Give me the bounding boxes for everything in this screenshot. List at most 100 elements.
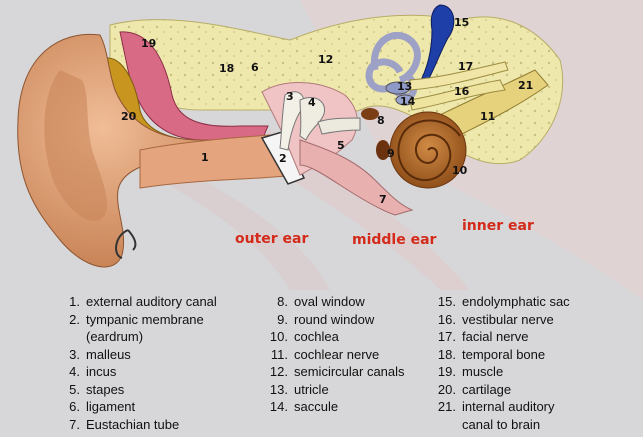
- legend-item: 13.utricle: [264, 381, 405, 399]
- legend-item-label: tympanic membrane (eardrum): [86, 311, 204, 345]
- legend-item: 5. stapes: [64, 381, 217, 399]
- legend-column-2: 8. oval window 9. round window 10. cochlea 11.…: [264, 293, 405, 416]
- callout-1: 1: [201, 151, 209, 164]
- legend-item-number: 10.: [269, 329, 288, 344]
- callout-10: 10: [452, 164, 468, 177]
- oval-window: [361, 108, 379, 120]
- legend-item-number: 11.: [270, 346, 288, 362]
- legend-item-label: temporal bone: [462, 346, 546, 362]
- legend-item-number: 21.: [437, 399, 456, 414]
- callout-19: 19: [141, 37, 157, 50]
- legend-item-number: 18.: [437, 346, 456, 362]
- legend-item-number: 14.: [269, 399, 288, 414]
- legend-item: 8. oval window: [264, 293, 405, 311]
- region-label-inner-ear: inner ear: [462, 218, 534, 234]
- legend-item-label: stapes: [86, 381, 125, 397]
- legend-item-label: vestibular nerve: [462, 311, 554, 327]
- legend-item-label: ligament: [86, 399, 136, 414]
- tympanic-membrane: [260, 131, 306, 185]
- callout-7: 7: [379, 193, 387, 206]
- legend-item-number: 6.: [69, 399, 80, 414]
- legend-item-number: 2.: [69, 311, 80, 327]
- stapes: [317, 117, 361, 135]
- callout-14: 14: [400, 95, 416, 108]
- legend-item-label: cochlea: [294, 329, 339, 344]
- callout-12: 12: [318, 53, 334, 66]
- legend-item: 15. endolymphatic sac: [432, 293, 570, 311]
- legend-item-label: semicircular canals: [294, 364, 405, 379]
- callout-16: 16: [454, 85, 470, 98]
- legend-item-label: saccule: [294, 399, 339, 414]
- round-window: [376, 140, 390, 160]
- legend-item-label: muscle: [462, 364, 504, 379]
- legend-item-number: 20.: [437, 381, 456, 397]
- callout-13: 13: [397, 80, 413, 93]
- legend-item-number: 15.: [437, 294, 456, 309]
- legend-item: 16. vestibular nerve: [432, 311, 570, 329]
- legend-item: 1. external auditory canal: [64, 293, 217, 311]
- earlobe-hook: [115, 229, 137, 259]
- legend-item-number: 5.: [69, 381, 80, 397]
- facial-nerve: [409, 61, 509, 91]
- callout-17: 17: [458, 60, 474, 73]
- legend-item-number: 9.: [277, 311, 288, 327]
- legend-item: 12. semicircular canals: [264, 363, 405, 381]
- callout-18: 18: [219, 62, 235, 75]
- legend-item-number: 8.: [277, 294, 288, 309]
- legend-item: 3. malleus: [64, 346, 217, 364]
- legend-item-number: 19.: [437, 364, 456, 379]
- legend-item: 7.Eustachian tube: [64, 416, 217, 434]
- callout-2: 2: [279, 152, 287, 165]
- callout-5: 5: [337, 139, 345, 152]
- legend-item-number: 17.: [437, 329, 456, 344]
- legend-item: 9. round window: [264, 311, 405, 329]
- legend-item-label: oval window: [294, 294, 365, 309]
- legend-item-number: 16.: [437, 311, 456, 327]
- legend-item-label: internal auditory canal to brain: [462, 399, 555, 432]
- legend-item-label: round window: [294, 311, 375, 327]
- callout-6: 6: [251, 61, 259, 74]
- callout-15: 15: [454, 16, 470, 29]
- legend-item: 4. incus: [64, 363, 217, 381]
- legend-item: 18. temporal bone: [432, 346, 570, 364]
- legend-item: 11. cochlear nerve: [264, 346, 405, 364]
- region-label-outer-ear: outer ear: [235, 231, 309, 247]
- pinna-inner-fold: [44, 70, 108, 221]
- region-label-middle-ear: middle ear: [352, 232, 437, 248]
- muscle: [119, 31, 269, 141]
- legend-item: 2. tympanic membrane (eardrum): [64, 311, 217, 346]
- legend-item-number: 3.: [69, 346, 80, 362]
- legend-item-label: external auditory canal: [86, 294, 217, 309]
- eustachian-tube: [299, 139, 414, 216]
- callout-3: 3: [286, 90, 294, 103]
- legend-item: 19. muscle: [432, 363, 570, 381]
- legend-item-label: cochlear nerve: [294, 346, 380, 362]
- legend-item-label: utricle: [294, 381, 329, 397]
- legend-item: 10. cochlea: [264, 328, 405, 346]
- legend-item: 14. saccule: [264, 398, 405, 416]
- callout-21: 21: [518, 79, 534, 92]
- legend-column-1: 1. external auditory canal 2. tympanic memb…: [64, 293, 217, 433]
- legend-item-label: Eustachian tube: [86, 416, 180, 432]
- legend-item: 17. facial nerve: [432, 328, 570, 346]
- legend-item-label: incus: [86, 364, 117, 379]
- callout-11: 11: [480, 110, 496, 123]
- legend-item-number: 1.: [69, 294, 80, 309]
- callout-8: 8: [377, 114, 385, 127]
- legend-item-label: facial nerve: [462, 329, 529, 344]
- callout-20: 20: [121, 110, 137, 123]
- legend-item-number: 4.: [69, 364, 80, 379]
- malleus: [279, 91, 305, 151]
- cochlea-spiral: [397, 119, 461, 182]
- legend-item-label: endolymphatic sac: [462, 294, 570, 309]
- incus: [299, 97, 325, 141]
- vestibular-nerve: [409, 79, 506, 111]
- legend-item-number: 12.: [269, 364, 288, 379]
- callout-4: 4: [308, 96, 316, 109]
- legend-item-label: malleus: [86, 346, 131, 362]
- legend-item: 21. internal auditory canal to brain: [432, 398, 570, 433]
- background-shade-band: [140, 150, 330, 290]
